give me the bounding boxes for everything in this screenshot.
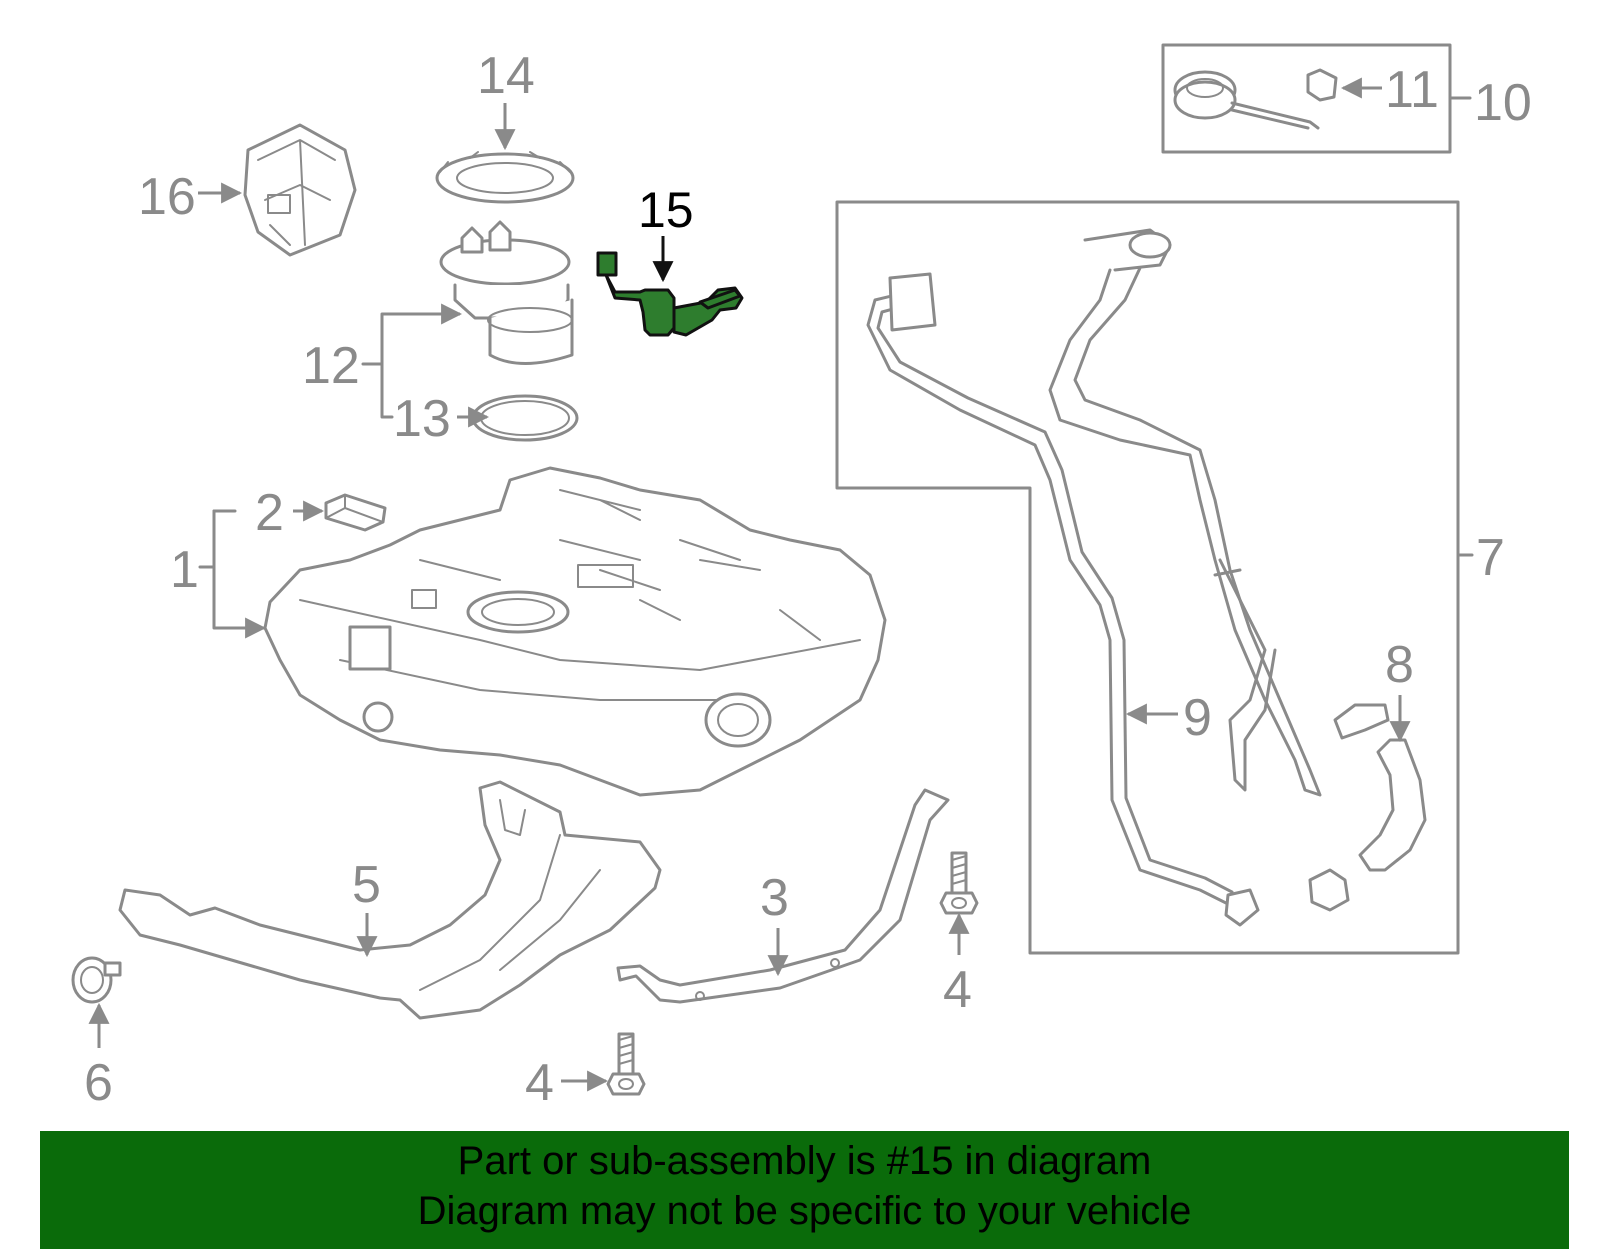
callout-5: 5 [352,856,381,914]
callout-4: 4 [525,1054,554,1112]
banner-line-2: Diagram may not be specific to your vehi… [417,1189,1192,1233]
callout-16: 16 [138,168,196,226]
part-8-hose[interactable] [1308,703,1427,912]
callout-15: 15 [638,182,694,238]
callout-10: 10 [1474,74,1532,132]
part-2-tank-pad[interactable] [324,493,387,532]
callout-13: 13 [393,390,451,448]
callout-9: 9 [1183,689,1212,747]
part-info-banner: Part or sub-assembly is #15 in diagram D… [40,1131,1569,1249]
callout-14: 14 [477,47,535,105]
part-4-bolt[interactable] [939,851,979,915]
part-16-fuel-pump-module[interactable] [243,123,357,257]
callout-3: 3 [760,869,789,927]
part-12-fuel-pump[interactable] [439,220,574,365]
part-4-bolt[interactable] [606,1032,646,1096]
callout-12: 12 [302,337,360,395]
callout-11: 11 [1385,61,1439,119]
callout-6: 6 [84,1054,113,1112]
callout-leaders [88,77,1474,1092]
banner-line-1: Part or sub-assembly is #15 in diagram [457,1139,1152,1183]
callout-2: 2 [255,484,284,542]
callout-7: 7 [1476,529,1505,587]
part-5-heat-shield[interactable] [118,780,662,1020]
part-14-lock-ring[interactable] [435,151,575,204]
callout-4: 4 [943,961,972,1019]
part-3-tank-strap[interactable] [616,788,950,1004]
callout-1: 1 [170,541,199,599]
callout-8: 8 [1385,636,1414,694]
part-15-fuel-level-sender[interactable] [596,251,744,337]
part-6-push-fastener[interactable] [71,956,122,1004]
part-1-fuel-tank[interactable] [263,466,887,797]
part-13-o-ring[interactable] [471,394,579,442]
part-9-vent-line[interactable] [866,272,1260,927]
part-7-filler-pipe-assembly[interactable] [835,200,1460,955]
